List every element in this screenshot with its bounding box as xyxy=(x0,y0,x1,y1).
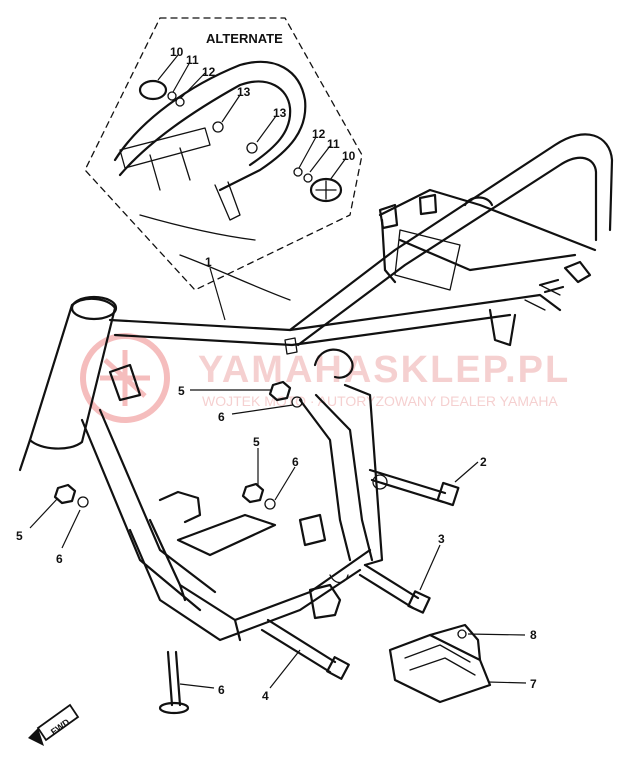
watermark-logo xyxy=(80,333,170,423)
callout-6b: 6 xyxy=(292,455,299,469)
callout-5b: 5 xyxy=(253,435,260,449)
callout-4: 4 xyxy=(262,689,269,703)
callout-13a: 13 xyxy=(237,85,251,99)
alternate-label: ALTERNATE xyxy=(206,31,283,46)
callout-5c: 5 xyxy=(16,529,23,543)
fwd-arrow: FWD xyxy=(28,703,80,746)
watermark-brand: YAMAHASKLEP.PL xyxy=(198,349,570,391)
callout-10b: 10 xyxy=(342,149,356,163)
callout-11b: 11 xyxy=(327,137,340,151)
callout-5a: 5 xyxy=(178,384,185,398)
callout-7: 7 xyxy=(530,677,537,691)
callout-1: 1 xyxy=(205,255,212,269)
callout-3: 3 xyxy=(438,532,445,546)
callout-12b: 12 xyxy=(312,127,326,141)
callout-labels: 1 2 3 4 5 5 5 6 6 6 6 7 8 10 11 12 13 13… xyxy=(16,45,537,703)
frame-assembly xyxy=(18,133,614,642)
callout-8: 8 xyxy=(530,628,537,642)
hardware xyxy=(53,380,492,715)
callout-13b: 13 xyxy=(273,106,287,120)
alternate-section: ALTERNATE xyxy=(84,17,363,301)
callout-12a: 12 xyxy=(202,65,216,79)
callout-11a: 11 xyxy=(186,53,199,67)
watermark-tagline: WOJTEK MOTO · AUTORYZOWANY DEALER YAMAHA xyxy=(202,393,558,409)
callout-6d: 6 xyxy=(218,683,225,697)
leader-lines xyxy=(29,54,527,689)
callout-2: 2 xyxy=(480,455,487,469)
callout-6c: 6 xyxy=(56,552,63,566)
callout-6a: 6 xyxy=(218,410,225,424)
callout-10a: 10 xyxy=(170,45,184,59)
